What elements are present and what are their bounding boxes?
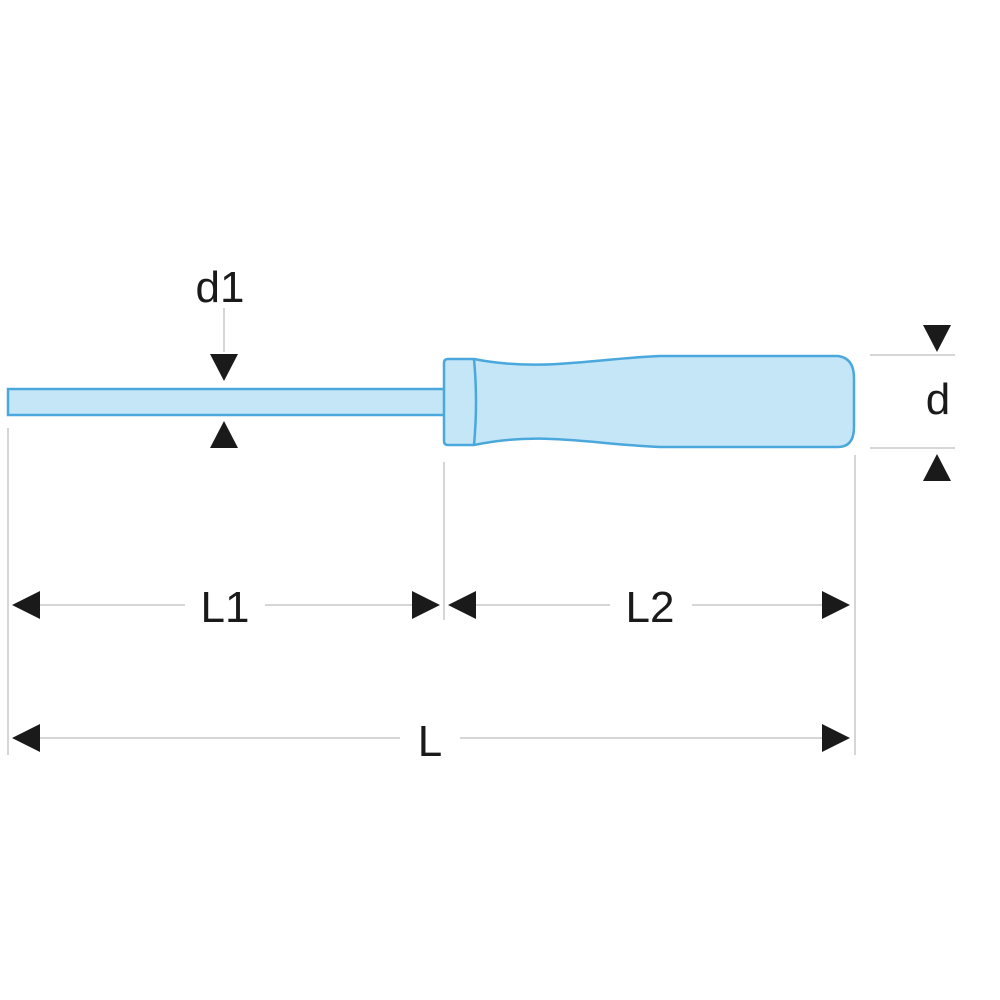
d1-top-arrow xyxy=(210,354,238,381)
d1-label: d1 xyxy=(196,263,245,312)
d-label: d xyxy=(926,375,950,424)
L1-label: L1 xyxy=(201,583,250,632)
L-dimension: L xyxy=(12,717,850,766)
L2-dimension: L2 xyxy=(448,583,850,632)
d-dimension: d xyxy=(923,325,951,481)
L1-right-arrow xyxy=(412,591,440,619)
handle-collar-line xyxy=(472,358,478,446)
L2-left-arrow xyxy=(448,591,476,619)
L2-label: L2 xyxy=(626,583,675,632)
L1-left-arrow xyxy=(12,591,40,619)
d1-bottom-arrow xyxy=(210,421,238,448)
extension-lines xyxy=(7,308,955,755)
screwdriver-shaft xyxy=(6,387,450,417)
d-top-arrow xyxy=(923,325,951,352)
L1-dimension: L1 xyxy=(12,583,440,632)
d1-dimension: d1 xyxy=(196,263,245,448)
L-right-arrow xyxy=(822,724,850,752)
screwdriver xyxy=(6,354,856,449)
L2-right-arrow xyxy=(822,591,850,619)
d-bottom-arrow xyxy=(923,454,951,481)
screwdriver-handle xyxy=(442,354,856,449)
L-label: L xyxy=(418,717,442,766)
L-left-arrow xyxy=(12,724,40,752)
